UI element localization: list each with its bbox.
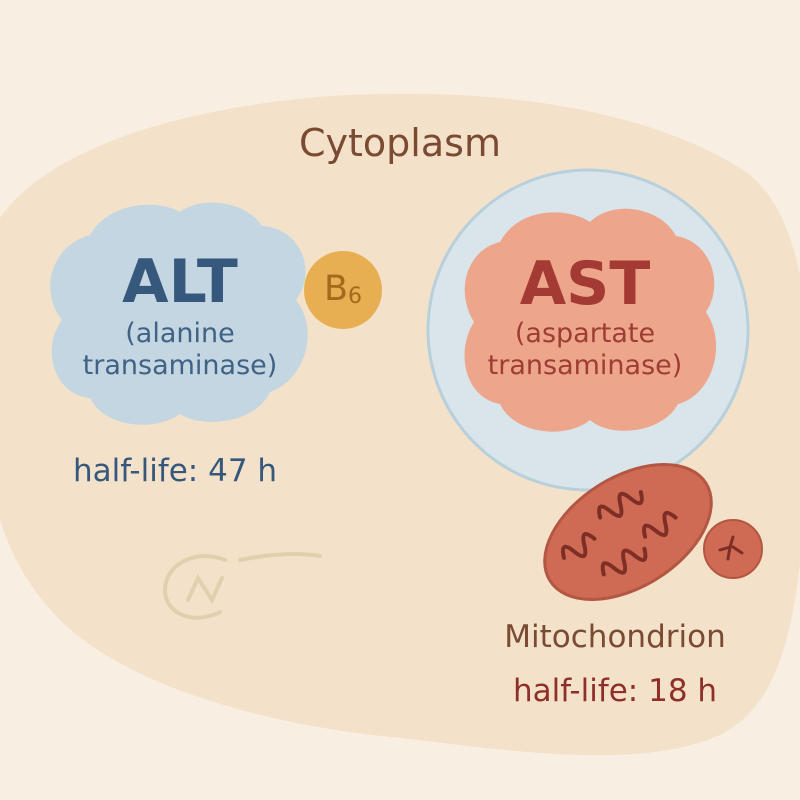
alt-enzyme-blob xyxy=(50,202,308,425)
alt-full-name-line2: transaminase) xyxy=(82,350,278,382)
logo-watermark xyxy=(162,552,322,620)
ast-full-name: (aspartate transaminase) xyxy=(465,318,705,383)
ast-full-name-line1: (aspartate xyxy=(514,318,656,349)
alt-full-name-line1: (alanine xyxy=(125,318,235,349)
b6-label: B6 xyxy=(305,272,381,308)
ast-enzyme-blob xyxy=(464,208,717,432)
alt-half-life: half-life: 47 h xyxy=(72,453,278,489)
b6-cofactor-icon xyxy=(304,251,382,329)
mitochondrion-fragment-icon xyxy=(703,519,763,579)
ast-full-name-line2: transaminase) xyxy=(487,350,683,382)
cytoplasm-label: Cytoplasm xyxy=(299,121,501,165)
b6-label-base: B xyxy=(323,269,348,309)
alt-full-name: (alanine transaminase) xyxy=(55,318,305,383)
ast-half-life: half-life: 18 h xyxy=(512,673,718,709)
b6-label-sub: 6 xyxy=(348,284,362,309)
ast-abbreviation: AST xyxy=(519,249,651,319)
mitochondrion-label: Mitochondrion xyxy=(504,619,726,655)
alt-abbreviation: ALT xyxy=(122,247,238,317)
mitochondrion-icon xyxy=(543,463,713,601)
